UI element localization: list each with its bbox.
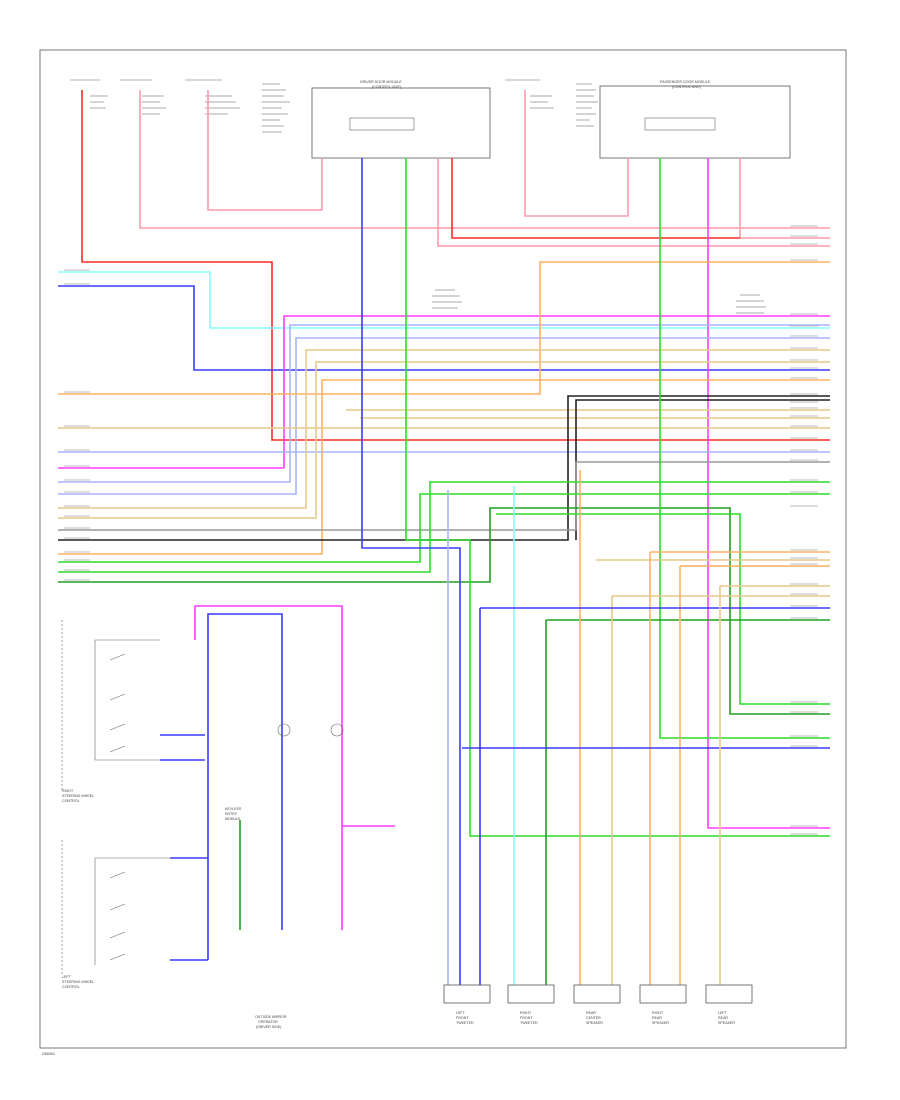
speaker-label-3-2: SPEAKER: [652, 1021, 669, 1025]
diagram-id-label: G65063: [42, 1052, 55, 1056]
right-switch-label-3: CONTROL: [62, 799, 80, 803]
speaker-label-4-1: REAR: [718, 1016, 728, 1020]
wire-blue-right: [479, 607, 830, 985]
wire-green-6: [496, 513, 830, 705]
wire-tan-spk: [596, 559, 830, 985]
speaker-label-1-0: RIGHT: [520, 1011, 532, 1015]
caption-line-1: OUTSIDE MIRROR: [255, 1015, 287, 1019]
wire-magenta-lower: [194, 605, 343, 930]
right-switch-label-2: STEERING WHEEL: [62, 794, 94, 798]
speaker-label-3-1: REAR: [652, 1016, 662, 1020]
speaker-label-1-2: TWEETER: [520, 1021, 538, 1025]
left-switch-label-3: CONTROL: [62, 985, 80, 989]
left-connector-labels: [64, 269, 90, 581]
caption-line-2: OPERATOR: [258, 1020, 278, 1024]
keyless-label-2: ENTRY: [225, 812, 238, 816]
passenger-door-module: PASSENGER DOOR MODULE (CONTROL UNIT): [599, 80, 791, 159]
wire-blue-sw1: [160, 734, 205, 761]
driver-door-module-label: DRIVER DOOR MODULE: [360, 80, 402, 84]
right-switch-label-1: RIGHT: [62, 789, 74, 793]
keyless-label-3: MODULE: [225, 817, 241, 821]
wire-magenta-top: [283, 315, 830, 468]
left-switch-label-2: STEERING WHEEL: [62, 980, 94, 984]
speaker-row: LEFTFRONTTWEETERRIGHTFRONTTWEETERREARCEN…: [443, 984, 753, 1025]
wire-green-spk: [545, 619, 830, 985]
wire-green-2: [58, 481, 830, 573]
speaker-label-0-2: TWEETER: [456, 1021, 474, 1025]
wire-cyan-left: [58, 271, 830, 329]
driver-door-module: DRIVER DOOR MODULE (CONTROL UNIT): [311, 80, 491, 159]
wire-harness: [58, 90, 830, 985]
wire-orange-spk3: [679, 565, 830, 985]
right-connector-labels: [790, 225, 818, 835]
wire-red-module: [451, 158, 740, 239]
wire-green-5: [659, 158, 830, 739]
wire-orange-2: [58, 379, 830, 555]
speaker-label-2-1: CENTER: [586, 1016, 601, 1020]
wire-black-2: [575, 399, 830, 540]
wire-tan-right: [719, 585, 830, 985]
wire-blue-left: [58, 285, 830, 371]
wire-pink-module-b: [524, 90, 629, 217]
top-label-blocks: [90, 83, 766, 314]
wire-blue-spk: [361, 158, 461, 985]
passenger-door-module-sublabel: (CONTROL UNIT): [672, 85, 701, 89]
wire-green-1: [58, 493, 830, 563]
speaker-label-2-0: REAR: [586, 1011, 596, 1015]
wire-blue-sw2: [170, 857, 208, 961]
wire-magenta-bottom: [707, 158, 830, 829]
wire-green-4: [405, 158, 830, 837]
speaker-label-1-1: FRONT: [520, 1016, 533, 1020]
wire-blue-lower-left: [207, 613, 283, 960]
wire-pink-module-a: [437, 158, 830, 247]
wire-red-main: [81, 90, 830, 441]
wire-lightblue-2: [58, 337, 830, 495]
right-steering-switch-group: RIGHT STEERING WHEEL CONTROL: [61, 620, 160, 803]
wire-orange-spk2: [649, 551, 830, 985]
speaker-label-0-1: FRONT: [456, 1016, 469, 1020]
passenger-door-module-label: PASSENGER DOOR MODULE: [660, 80, 711, 84]
diagram-border: [39, 49, 847, 1049]
speaker-label-0-0: LEFT: [456, 1011, 466, 1015]
keyless-entry-module: KEYLESS ENTRY MODULE: [225, 723, 344, 821]
wire-lightblue-1: [58, 324, 830, 483]
wire-pink-fuse3: [207, 90, 323, 211]
left-switch-label-1: LEFT: [62, 975, 72, 979]
keyless-label-1: KEYLESS: [225, 807, 242, 811]
caption-line-3: (DRIVER SIDE): [256, 1025, 281, 1029]
left-steering-switch-group: LEFT STEERING WHEEL CONTROL: [61, 840, 170, 989]
speaker-label-4-0: LEFT: [718, 1011, 728, 1015]
wire-tan-2: [58, 349, 830, 509]
wire-tan-3: [58, 361, 830, 519]
wire-pink-fuse2: [139, 90, 830, 229]
speaker-label-2-2: SPEAKER: [586, 1021, 603, 1025]
wire-orange-top: [58, 261, 830, 395]
bottom-caption: OUTSIDE MIRROR OPERATOR (DRIVER SIDE): [255, 1015, 287, 1029]
speaker-label-3-0: RIGHT: [652, 1011, 664, 1015]
wire-green-3: [58, 507, 830, 715]
speaker-label-4-2: SPEAKER: [718, 1021, 735, 1025]
wire-gray: [58, 461, 830, 531]
wire-black: [58, 395, 830, 541]
driver-door-module-sublabel: (CONTROL UNIT): [372, 85, 401, 89]
